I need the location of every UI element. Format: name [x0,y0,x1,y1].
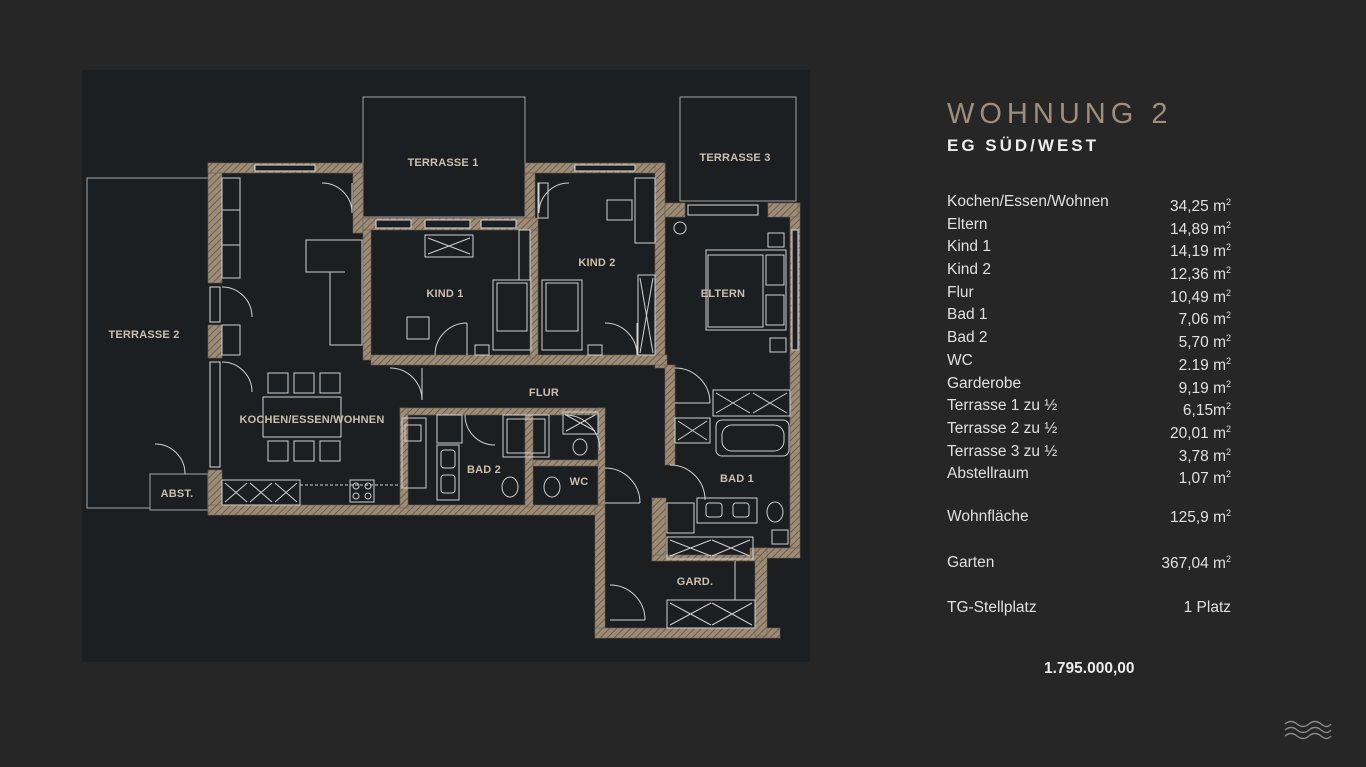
area-row: Abstellraum 1,07 m2 [947,463,1231,488]
label-abst: ABST. [161,488,194,500]
summary-garten: Garten 367,04 m2 [947,554,1231,573]
label-bad-1: BAD 1 [720,473,754,485]
area-name: Terrasse 1 zu ½ [947,397,1058,415]
area-name: Kind 2 [947,261,991,279]
label-kind-2: KIND 2 [578,257,615,269]
label-flur: FLUR [529,387,559,399]
label-kochen: KOCHEN/ESSEN/WOHNEN [240,414,385,426]
area-value: 34,25 m2 [1169,197,1231,216]
area-row: Kind 2 12,36 m2 [947,259,1231,284]
area-value: 1,07 m2 [1178,469,1231,488]
area-row: Kochen/Essen/Wohnen 34,25 m2 [947,191,1231,216]
area-row: Garderobe 9,19 m2 [947,373,1231,397]
area-name: Kochen/Essen/Wohnen [947,193,1109,210]
area-value: 20,01 m2 [1169,423,1231,443]
area-name: Flur [947,283,974,301]
area-value: 5,70 m2 [1178,333,1231,352]
area-row: Kind 1 14,19 m2 [947,236,1231,261]
area-name: WC [947,351,973,369]
label-kind-1: KIND 1 [426,288,463,300]
area-value: 3,78 m2 [1178,446,1231,465]
area-name: Kind 1 [947,238,991,256]
area-value: 6,15m2 [1182,401,1231,420]
doors [154,182,711,621]
summary-label: Garten [947,554,995,571]
summary-value: 367,04 m2 [1161,554,1231,573]
area-row: Flur 10,49 m2 [947,282,1231,306]
area-row: Eltern 14,89 m2 [947,214,1231,238]
area-row: Bad 2 5,70 m2 [947,327,1231,352]
label-gard: GARD. [677,576,713,588]
label-terrasse-2: TERRASSE 2 [108,329,179,341]
summary-label: TG-Stellplatz [947,599,1037,616]
page-subtitle: EG SÜD/WEST [947,136,1100,155]
walls [207,162,801,639]
label-terrasse-1: TERRASSE 1 [407,157,478,169]
floor-plan: TERRASSE 1 TERRASSE 3 TERRASSE 2 KIND 1 … [82,70,810,662]
area-table: Kochen/Essen/Wohnen 34,25 m2 Eltern 14,89 m… [947,191,1231,488]
area-row: Terrasse 3 zu ½ 3,78 m2 [947,441,1231,465]
area-row: Bad 1 7,06 m2 [947,304,1231,329]
area-name: Eltern [947,215,988,233]
area-value: 10,49 m2 [1169,287,1231,306]
area-row: WC 2.19 m2 [947,350,1231,374]
area-row: Terrasse 1 zu ½ 6,15m2 [947,395,1231,420]
price: 1.795.000,00 [1044,660,1135,677]
summary-value: 125,9 m2 [1169,508,1231,527]
label-eltern: ELTERN [701,288,745,300]
page-title: WOHNUNG 2 [947,98,1173,130]
summary-label: Wohnfläche [947,508,1029,525]
summary-stellplatz: TG-Stellplatz 1 Platz [947,599,1231,617]
wave-logo-icon [1284,720,1332,740]
furniture [221,177,791,629]
summary-wohnflaeche: Wohnfläche 125,9 m2 [947,508,1231,527]
terrace-outlines [86,96,797,511]
area-name: Terrasse 3 zu ½ [947,442,1058,460]
label-terrasse-3: TERRASSE 3 [699,152,770,164]
area-value: 14,89 m2 [1169,219,1231,238]
title-block: WOHNUNG 2 EG SÜD/WEST [947,98,1172,156]
label-wc: WC [570,476,589,488]
area-value: 12,36 m2 [1169,265,1231,284]
floor-plan-drawing: TERRASSE 1 TERRASSE 3 TERRASSE 2 KIND 1 … [86,96,801,639]
area-value: 2.19 m2 [1178,355,1231,374]
area-value: 7,06 m2 [1178,310,1231,329]
label-bad-2: BAD 2 [467,464,501,476]
area-name: Garderobe [947,374,1022,392]
area-name: Bad 1 [947,306,988,324]
windows [209,164,799,468]
area-name: Abstellraum [947,465,1029,483]
area-value: 14,19 m2 [1169,242,1231,261]
summary-value: 1 Platz [1183,599,1231,616]
area-value: 9,19 m2 [1178,378,1231,397]
area-row: Terrasse 2 zu ½ 20,01 m2 [947,418,1231,443]
area-name: Bad 2 [947,329,988,347]
area-name: Terrasse 2 zu ½ [947,419,1058,437]
